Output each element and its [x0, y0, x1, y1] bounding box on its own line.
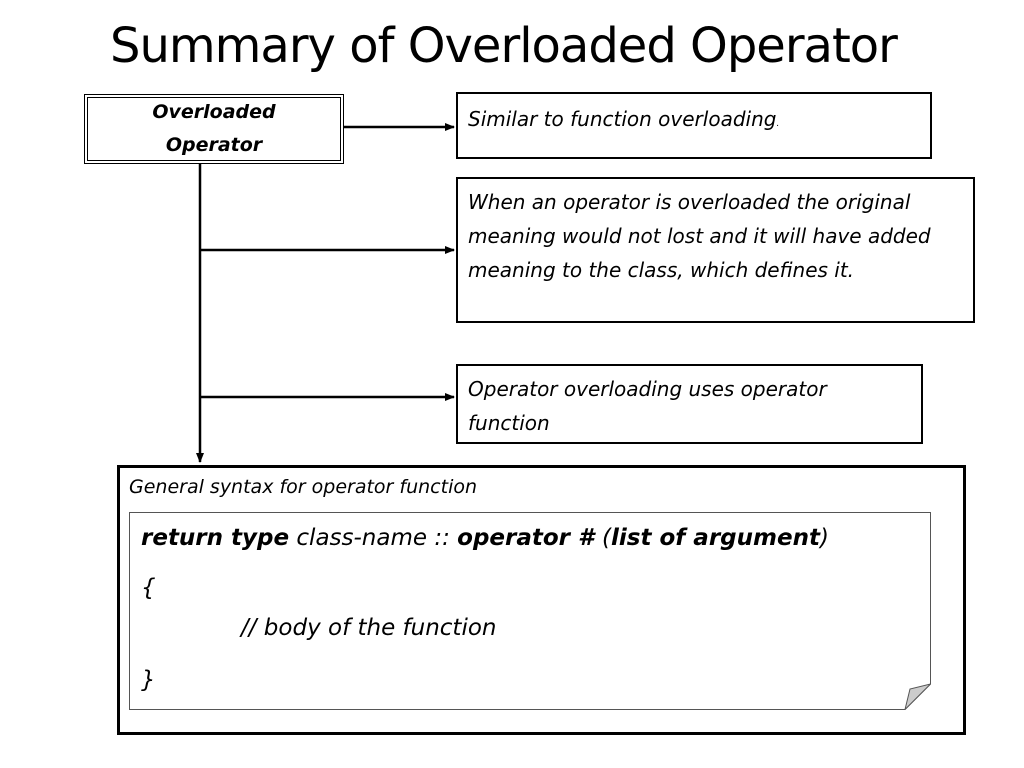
- code-block: return type class-name :: operator # (li…: [141, 518, 921, 700]
- note-text: Similar to function overloading: [468, 107, 777, 131]
- syntax-panel: General syntax for operator function ret…: [117, 465, 966, 735]
- code-note-card: return type class-name :: operator # (li…: [129, 512, 931, 710]
- body-comment-line: // body of the function: [241, 615, 497, 641]
- class-name-text: class-name ::: [289, 525, 458, 551]
- note-box-function-overloading: Similar to function overloading.: [456, 92, 932, 159]
- syntax-signature-line: return type class-name :: operator # (li…: [141, 518, 921, 558]
- operator-keyword: operator #: [457, 525, 603, 551]
- slide-title: Summary of Overloaded Operator: [110, 18, 898, 74]
- note-box-operator-function: Operator overloading uses operator funct…: [456, 364, 923, 444]
- overloaded-operator-label: Overloaded Operator: [152, 101, 276, 156]
- return-type-keyword: return type: [141, 525, 290, 551]
- overloaded-operator-box: Overloaded Operator: [84, 94, 344, 164]
- argument-list-text: list of argument: [611, 525, 820, 551]
- open-brace-line: {: [141, 575, 156, 601]
- note-text: Operator overloading uses operator funct…: [468, 377, 827, 435]
- close-paren: ): [819, 525, 829, 551]
- note-text: When an operator is overloaded the origi…: [468, 190, 931, 282]
- open-paren: (: [602, 525, 612, 551]
- close-brace-line: }: [141, 667, 156, 693]
- syntax-caption: General syntax for operator function: [129, 476, 478, 498]
- note-trailing-period: .: [776, 119, 780, 129]
- folded-corner-note-shape: [129, 512, 931, 710]
- note-box-original-meaning: When an operator is overloaded the origi…: [456, 177, 975, 323]
